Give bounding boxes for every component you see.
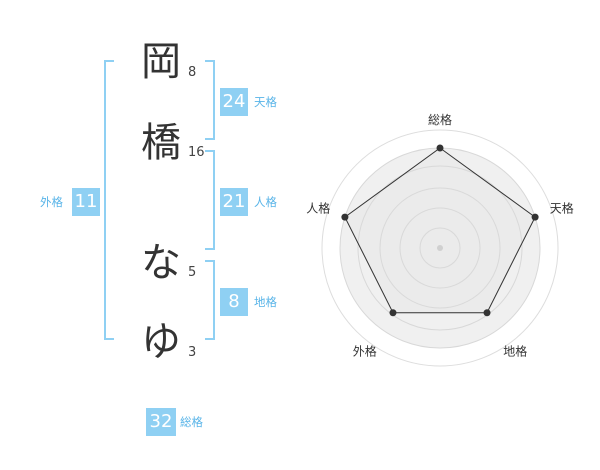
tenkaku-bracket [205,60,215,140]
radar-point-3 [389,309,397,317]
radar-ring [357,165,523,331]
chikaku-value: 8 [220,288,248,316]
radar-axis-label-0: 総格 [428,112,452,127]
radar-axis-label-2: 地格 [503,344,527,359]
chikaku-bracket [205,260,215,340]
stroke-count-1: 8 [188,65,197,80]
gaikaku-bracket [104,60,114,340]
radar-center [437,245,443,251]
radar-point-2 [483,309,491,317]
radar-ring [399,207,481,289]
radar-axis-label-1: 天格 [550,200,574,215]
radar-ring [419,227,461,269]
jinkaku-label: 人格 [254,195,277,209]
jinkaku-bracket [205,150,215,250]
name-char-2: 橋 [141,120,181,166]
name-char-1: 岡 [141,39,181,85]
radar-axis-label-4: 人格 [306,200,330,215]
radar-ring [379,187,501,309]
name-char-3: な [141,240,181,286]
radar-grid [321,129,559,367]
soukaku-label: 総格 [180,415,203,429]
radar-point-1 [531,213,539,221]
gaikaku-value: 11 [72,188,100,216]
stroke-count-4: 3 [188,345,197,360]
radar-dots [341,144,539,317]
radar-polygon [344,147,536,314]
radar-outer-ring [321,129,559,367]
soukaku-value: 32 [146,408,176,436]
jinkaku-value: 21 [220,188,248,216]
name-char-4: ゆ [141,319,181,365]
stroke-count-3: 5 [188,265,197,280]
gaikaku-label: 外格 [40,195,63,209]
tenkaku-value: 24 [220,88,248,116]
radar-axis-label-3: 外格 [353,344,377,359]
radar-point-0 [436,144,444,152]
stroke-count-2: 16 [188,145,205,160]
chikaku-label: 地格 [254,295,277,309]
radar-point-4 [341,213,349,221]
tenkaku-label: 天格 [254,95,277,109]
